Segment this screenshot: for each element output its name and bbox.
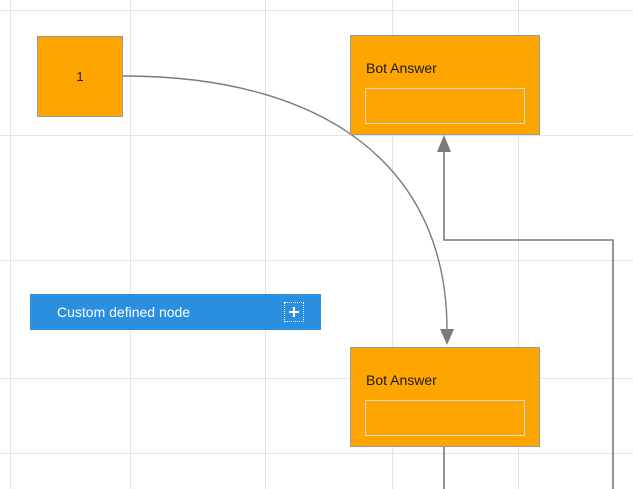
plus-icon[interactable]	[284, 302, 304, 322]
node-bot-answer-slot[interactable]	[365, 400, 525, 436]
node-start-label: 1	[76, 69, 84, 84]
custom-defined-node-label: Custom defined node	[57, 304, 191, 320]
node-bot-answer-bottom[interactable]: Bot Answer	[350, 347, 540, 447]
connector-orthogonal-bot-answer-bottom-to-top[interactable]	[437, 135, 614, 489]
custom-defined-node-button[interactable]: Custom defined node	[30, 294, 321, 330]
node-bot-answer-title: Bot Answer	[366, 60, 437, 76]
connector-curve-path[interactable]	[122, 75, 448, 331]
arrowhead-up-icon	[437, 135, 451, 152]
node-bot-answer-title: Bot Answer	[366, 372, 437, 388]
connector-orthogonal-path[interactable]	[443, 151, 614, 489]
connector-curved-start-to-bot-answer-bottom[interactable]	[122, 75, 454, 345]
arrowhead-down-icon	[440, 329, 454, 345]
node-start[interactable]: 1	[37, 36, 123, 117]
node-bot-answer-top[interactable]: Bot Answer	[350, 35, 540, 135]
node-bot-answer-slot[interactable]	[365, 88, 525, 124]
